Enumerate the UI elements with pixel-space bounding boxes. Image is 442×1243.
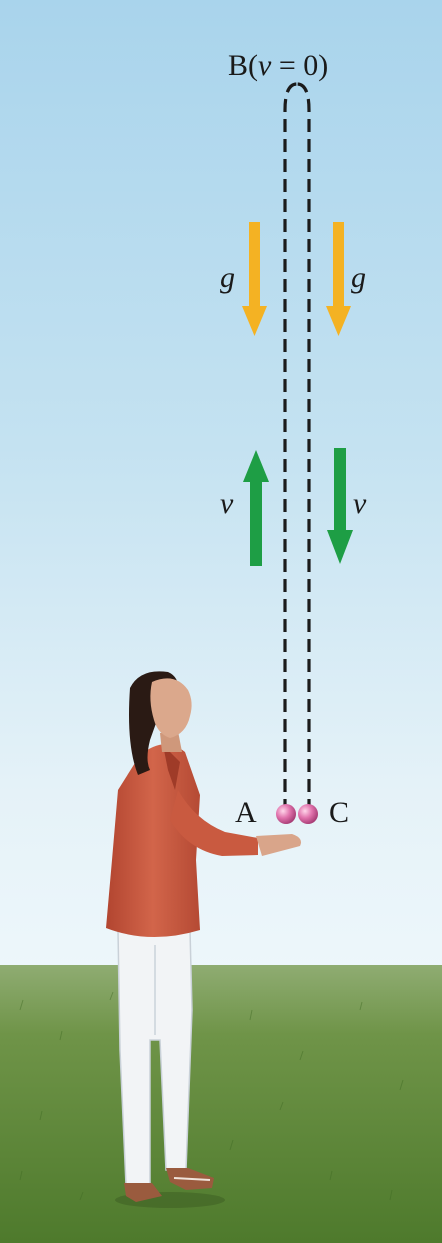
upward-path bbox=[283, 82, 298, 812]
downward-path bbox=[296, 82, 311, 812]
person-pants bbox=[117, 929, 193, 1186]
person-figure bbox=[106, 671, 301, 1208]
trajectory-path bbox=[283, 82, 311, 812]
grass-texture bbox=[19, 991, 404, 1201]
ball-c bbox=[298, 804, 318, 824]
end-point-label: C bbox=[329, 796, 349, 829]
person-hand bbox=[256, 834, 301, 856]
person-jacket bbox=[106, 744, 200, 938]
ball-a bbox=[276, 804, 296, 824]
gravity-label-left: g bbox=[220, 261, 235, 294]
velocity-label-right: v bbox=[353, 487, 367, 520]
velocity-arrow-up bbox=[243, 450, 269, 566]
gravity-arrow-left bbox=[242, 222, 267, 336]
gravity-arrow-right bbox=[326, 222, 351, 336]
person-arm bbox=[170, 790, 258, 856]
gravity-label-right: g bbox=[351, 261, 366, 294]
person-shoe-left bbox=[124, 1183, 162, 1202]
top-point-label: B(v = 0) bbox=[228, 49, 328, 82]
velocity-arrow-down bbox=[327, 448, 353, 564]
sky-background bbox=[0, 0, 442, 990]
person-face bbox=[150, 678, 192, 738]
grass-ground bbox=[0, 965, 442, 1243]
start-point-label: A bbox=[235, 796, 257, 829]
velocity-label-left: v bbox=[220, 487, 234, 520]
